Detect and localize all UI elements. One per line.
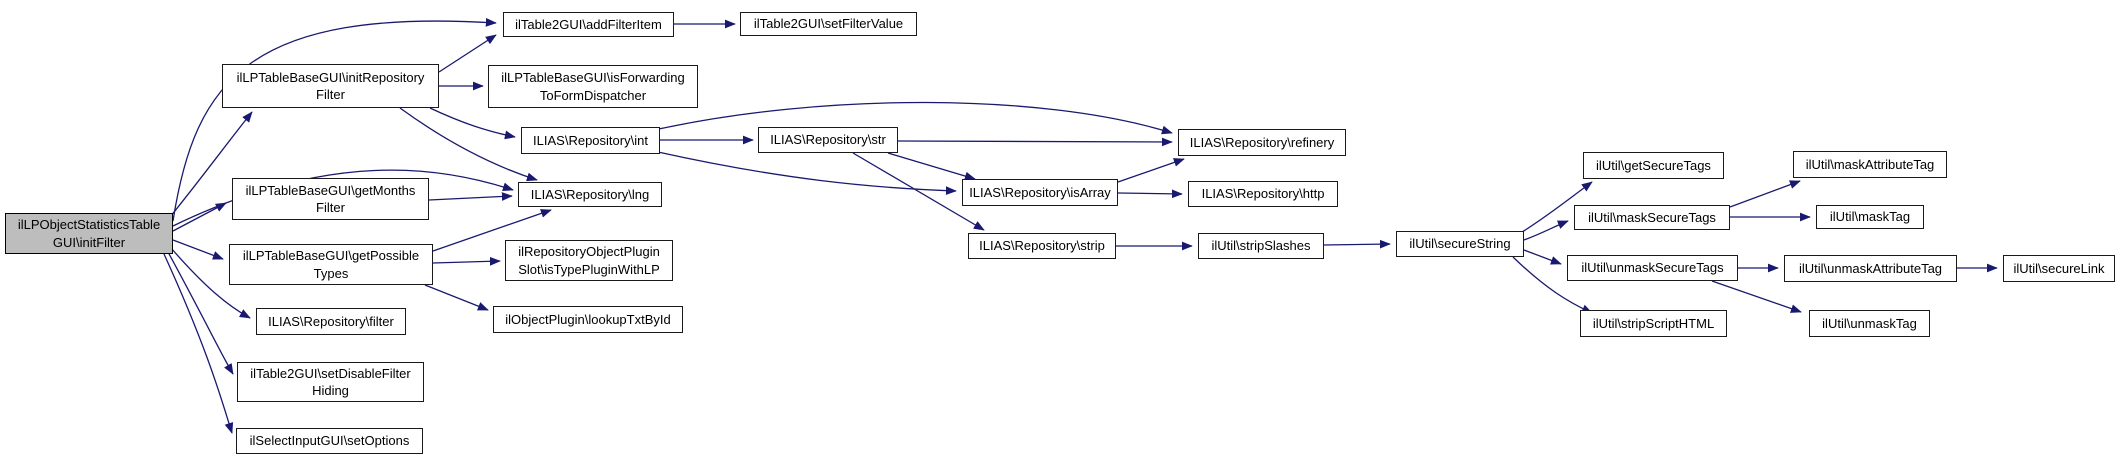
edge-int-isarray xyxy=(657,151,957,196)
node-ilutil-stripslashes[interactable]: ilUtil\stripSlashes xyxy=(1198,233,1324,259)
node-ilutil-securelink[interactable]: ilUtil\secureLink xyxy=(2003,255,2115,282)
edge-initrepositoryfilter-addfilteritem xyxy=(438,34,497,73)
node-ilias-repository-strip[interactable]: ILIAS\Repository\strip xyxy=(968,233,1116,259)
node-ilutil-unmasktag[interactable]: ilUtil\unmaskTag xyxy=(1809,310,1930,337)
edge-str-refinery xyxy=(897,137,1173,147)
node-ilias-repository-str[interactable]: ILIAS\Repository\str xyxy=(758,127,898,153)
edge-str-strip xyxy=(852,152,985,231)
edge-initfilter-setdisablefilterhiding xyxy=(167,251,234,375)
node-ilias-repository-http[interactable]: ILIAS\Repository\http xyxy=(1188,181,1338,207)
node-illptablebasegui-initrepositoryfilter[interactable]: ilLPTableBaseGUI\initRepository Filter xyxy=(222,64,439,108)
edge-securestring-masksecuretags xyxy=(1523,220,1569,241)
node-ilias-repository-refinery[interactable]: ILIAS\Repository\refinery xyxy=(1178,129,1346,156)
edge-stripslashes-securestring xyxy=(1323,239,1391,249)
node-ilobjectplugin-lookuptxtbyid[interactable]: ilObjectPlugin\lookupTxtById xyxy=(493,306,683,333)
node-ilias-repository-isarray[interactable]: ILIAS\Repository\isArray xyxy=(962,179,1118,206)
edge-getpossibletypes-istypepluginwithlp xyxy=(432,256,501,266)
edge-securestring-getsecuretags xyxy=(1518,181,1593,235)
node-iltable2gui-setfiltervalue[interactable]: ilTable2GUI\setFilterValue xyxy=(740,12,917,36)
node-ilutil-securestring[interactable]: ilUtil\secureString xyxy=(1396,231,1524,257)
edge-initfilter-getmonthsfilter xyxy=(172,202,227,232)
node-ilutil-getsecuretags[interactable]: ilUtil\getSecureTags xyxy=(1583,152,1724,179)
node-illpobjectstatisticstablegui-initfilter[interactable]: ilLPObjectStatisticsTable GUI\initFilter xyxy=(5,213,173,254)
node-ilutil-stripscripthtml[interactable]: ilUtil\stripScriptHTML xyxy=(1580,310,1727,337)
node-illptablebasegui-isforwardingtoformdispatcher[interactable]: ilLPTableBaseGUI\isForwarding ToFormDisp… xyxy=(488,65,698,108)
edge-str-isarray xyxy=(887,152,976,181)
edge-securestring-stripscripthtml xyxy=(1512,256,1593,314)
edge-getmonthsfilter-lng xyxy=(428,192,513,201)
edge-masksecuretags-maskattributetag xyxy=(1729,180,1801,208)
node-illptablebasegui-getpossibletypes[interactable]: ilLPTableBaseGUI\getPossible Types xyxy=(229,244,433,285)
edge-initrepositoryfilter-lng xyxy=(399,107,538,182)
node-ilias-repository-filter[interactable]: ILIAS\Repository\filter xyxy=(256,308,406,335)
edge-initfilter-addfilteritem xyxy=(172,17,497,222)
node-ilrepositoryobjectpluginslot-istypepluginwithlp[interactable]: ilRepositoryObjectPlugin Slot\isTypePlug… xyxy=(505,240,673,281)
edge-getpossibletypes-lng xyxy=(432,209,552,252)
node-illptablebasegui-getmonthsfilter[interactable]: ilLPTableBaseGUI\getMonths Filter xyxy=(232,178,429,220)
node-ilutil-unmaskattributetag[interactable]: ilUtil\unmaskAttributeTag xyxy=(1784,255,1957,282)
node-ilselectinputgui-setoptions[interactable]: ilSelectInputGUI\setOptions xyxy=(236,428,423,454)
node-ilias-repository-lng[interactable]: ILIAS\Repository\lng xyxy=(518,182,662,207)
node-iltable2gui-setdisablefilterhiding[interactable]: ilTable2GUI\setDisableFilter Hiding xyxy=(237,362,424,402)
node-ilutil-maskattributetag[interactable]: ilUtil\maskAttributeTag xyxy=(1793,151,1947,178)
edge-initfilter-getpossibletypes xyxy=(172,239,224,260)
edge-unmasksecuretags-unmasktag xyxy=(1711,280,1802,313)
edge-getpossibletypes-lookuptxtbyid xyxy=(424,284,489,311)
edge-securestring-unmasksecuretags xyxy=(1523,249,1562,265)
node-ilias-repository-int[interactable]: ILIAS\Repository\int xyxy=(521,127,660,154)
edge-initfilter-filter xyxy=(170,247,251,319)
edge-int-refinery xyxy=(658,101,1173,135)
node-ilutil-unmasksecuretags[interactable]: ilUtil\unmaskSecureTags xyxy=(1567,255,1738,281)
node-ilutil-masktag[interactable]: ilUtil\maskTag xyxy=(1816,205,1924,229)
edge-initrepositoryfilter-int xyxy=(429,107,516,140)
edge-isarray-refinery xyxy=(1117,158,1185,183)
edge-initfilter-initrepositoryfilter xyxy=(169,111,253,218)
node-ilutil-masksecuretags[interactable]: ilUtil\maskSecureTags xyxy=(1574,205,1730,230)
edge-isarray-http xyxy=(1117,189,1183,199)
node-iltable2gui-addfilteritem[interactable]: ilTable2GUI\addFilterItem xyxy=(503,12,674,37)
edge-initfilter-setoptions xyxy=(163,253,234,434)
